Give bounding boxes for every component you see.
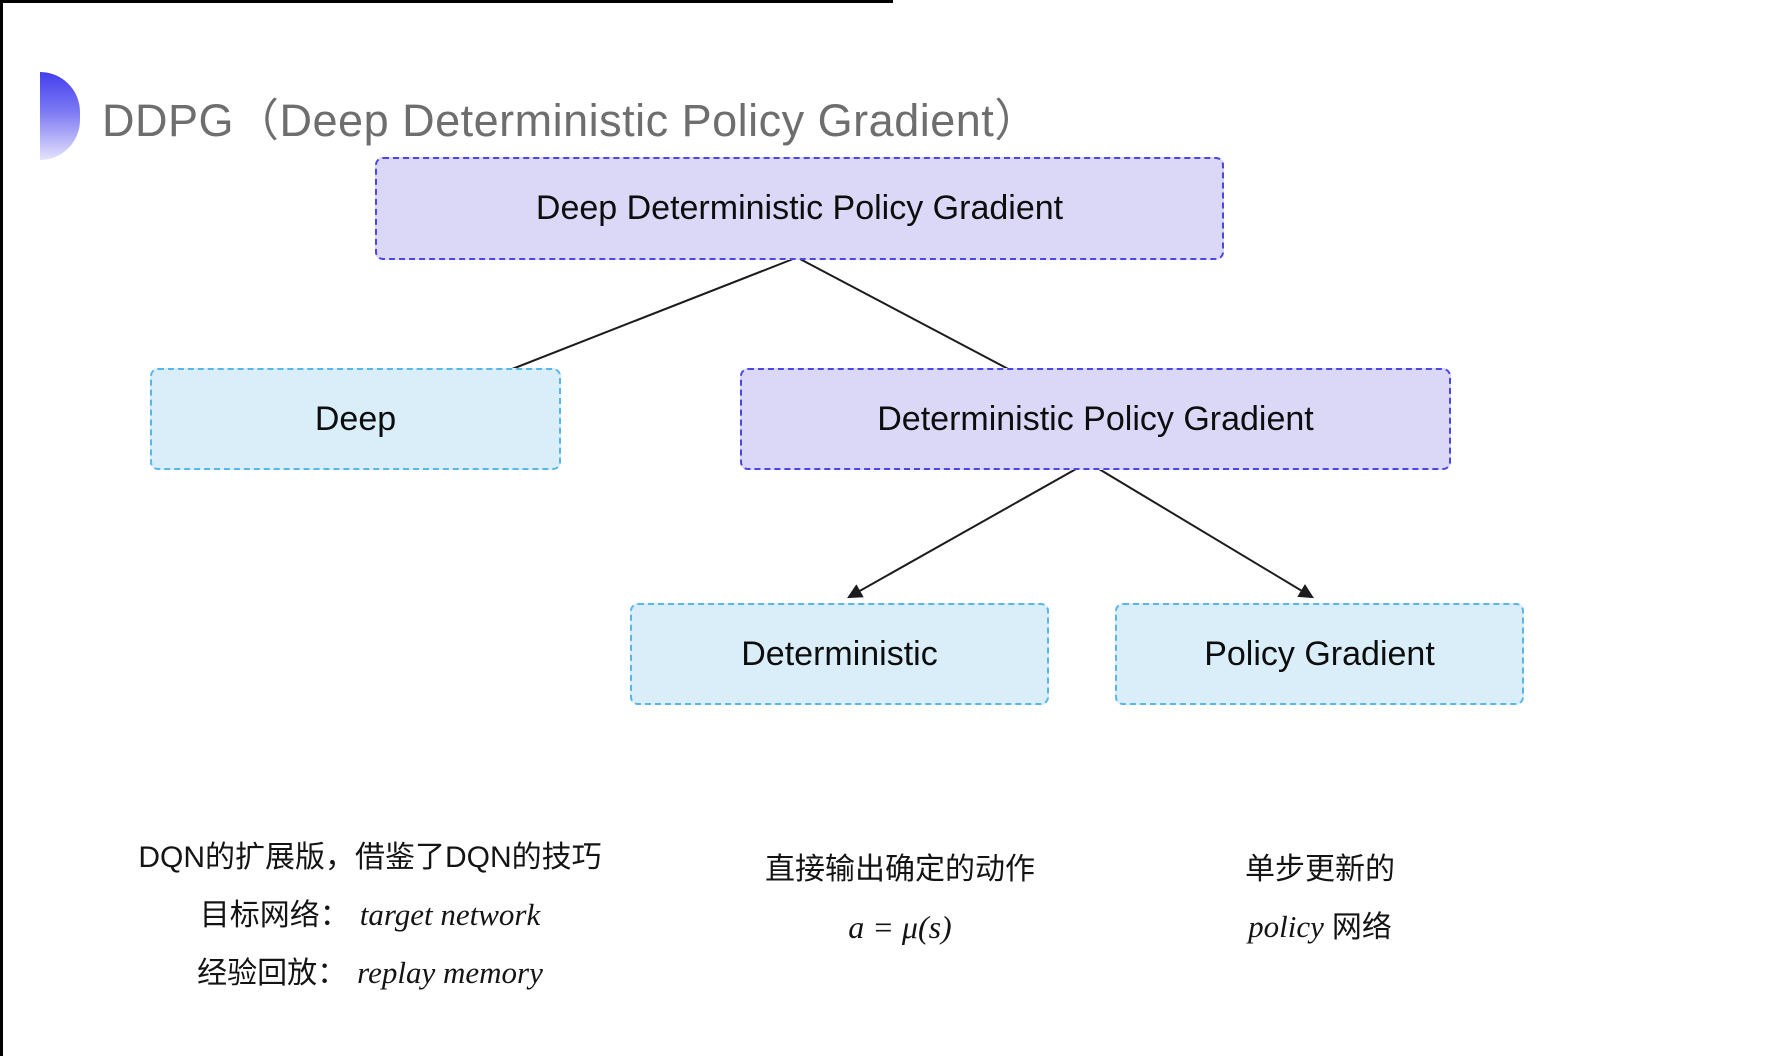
node-label: Deterministic [741,634,938,673]
target-network-label: 目标网络： [199,899,350,932]
title-row: DDPG（Deep Deterministic Policy Gradient） [40,72,1040,160]
node-deep: Deep [150,368,561,470]
annotation-line: DQN的扩展版，借鉴了DQN的技巧 [138,841,602,874]
page-title: DDPG（Deep Deterministic Policy Gradient） [102,94,1040,146]
frame-top-edge [0,0,893,3]
network-label: 网络 [1331,911,1392,944]
node-label: Deep [314,399,397,438]
arrow-dpg-to-deterministic [847,468,1077,599]
target-network-term: target network [359,897,541,932]
annotation-deterministic: 直接输出确定的动作 a = μ(s) [700,855,1100,969]
policy-term: policy [1248,909,1324,944]
annotation-line: 经验回放： replay memory [110,957,630,989]
annotation-deep: DQN的扩展版，借鉴了DQN的技巧 目标网络： target network 经验… [110,843,630,1015]
node-label: Policy Gradient [1204,634,1435,673]
annotation-line: 单步更新的 [1245,853,1395,886]
node-deterministic-policy-gradient: Deterministic Policy Gradient [740,368,1451,470]
node-label: Deep Deterministic Policy Gradient [535,189,1064,227]
annotation-line: 目标网络： target network [110,899,630,931]
node-label: Deterministic Policy Gradient [877,399,1314,438]
replay-memory-label: 经验回放： [197,957,348,990]
arrow-dpg-to-policy-gradient [1098,468,1314,599]
annotation-line: 直接输出确定的动作 [765,853,1035,886]
node-policy-gradient: Policy Gradient [1115,603,1524,705]
node-deep-deterministic-policy-gradient: Deep Deterministic Policy Gradient [375,157,1224,260]
node-deterministic: Deterministic [630,603,1049,705]
formula: a = μ(s) [848,909,952,945]
frame-left-edge [0,0,3,1056]
replay-memory-term: replay memory [357,955,543,990]
